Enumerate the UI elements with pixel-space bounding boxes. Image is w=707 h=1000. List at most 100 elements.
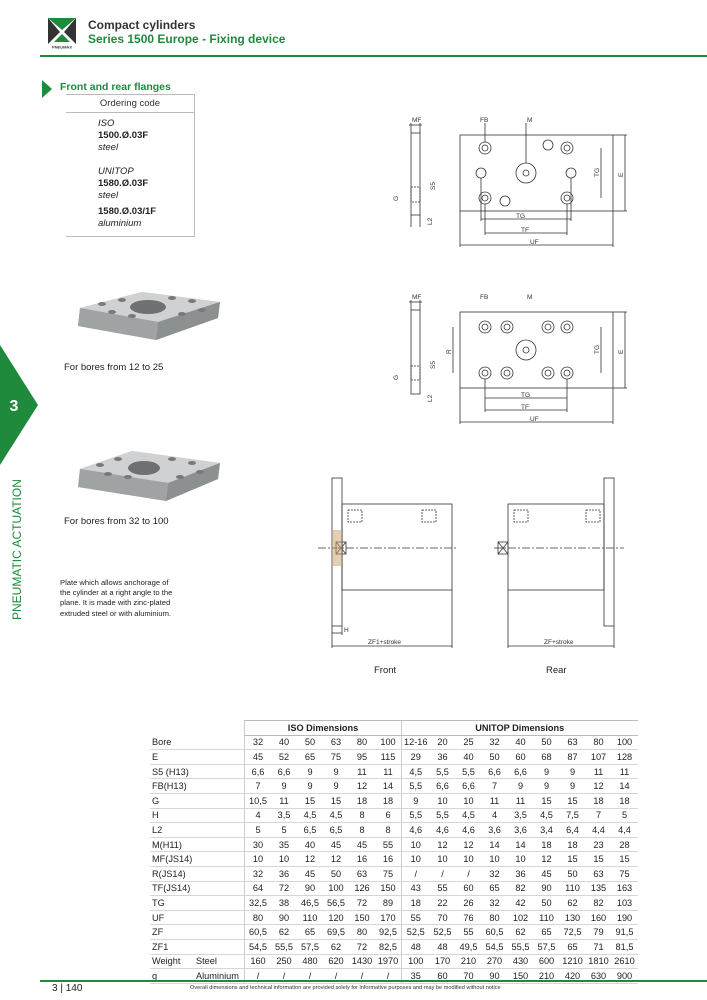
page-title: Compact cylinders [88, 18, 196, 32]
unitop-cell: 20 [429, 735, 456, 751]
unitop-cell: 10 [429, 851, 456, 867]
label-e-2: E [618, 349, 625, 354]
iso-cell: 6,6 [271, 764, 297, 780]
iso-cell: 6,5 [297, 822, 323, 838]
unitop-cell: 6,4 [559, 822, 586, 838]
unitop-cell: 29 [401, 749, 430, 765]
iso-cell: 32,5 [244, 895, 271, 911]
row-label: TF(JS14) [150, 881, 245, 897]
unitop-cell: 52,5 [401, 924, 430, 940]
unitop-cell: 36 [429, 749, 456, 765]
unitop-cell: 42 [507, 895, 534, 911]
unitop-cell: 10 [455, 793, 482, 809]
unitop-cell: 50 [481, 749, 508, 765]
unitop-cell: 23 [585, 837, 612, 853]
technical-drawing-front-mounting: H ZF1+stroke [318, 477, 458, 648]
unitop-cell: 70 [455, 968, 482, 984]
iso-cell: 46,5 [297, 895, 323, 911]
unitop-cell: 10 [401, 851, 430, 867]
unitop-cell: 32 [481, 735, 508, 751]
unitop-cell: 11 [481, 793, 508, 809]
label-tf-2: TF [521, 404, 529, 411]
row-label: Bore [150, 735, 245, 751]
unitop-cell: 32 [481, 866, 508, 882]
row-label: L2 [150, 822, 245, 838]
unitop-cell: 65 [481, 881, 508, 897]
row-label: S5 (H13) [150, 764, 245, 780]
row-label: TG [150, 895, 245, 911]
iso-cell: 55,5 [271, 939, 297, 955]
iso-cell: 56,5 [323, 895, 349, 911]
description-text: Plate which allows anchorage of the cyli… [60, 578, 173, 618]
iso-cell: 64 [244, 881, 271, 897]
iso-cell: 8 [375, 822, 402, 838]
unitop-cell: 5,5 [429, 764, 456, 780]
iso-cell: 100 [375, 735, 402, 751]
iso-cell: 45 [323, 837, 349, 853]
unitop-material-aluminium: aluminium [98, 218, 142, 229]
iso-cell: 55 [375, 837, 402, 853]
iso-cell: 75 [375, 866, 402, 882]
unitop-cell: 1210 [559, 954, 586, 970]
iso-cell: 62 [323, 939, 349, 955]
iso-cell: 4,5 [323, 808, 349, 824]
iso-cell: 72 [271, 881, 297, 897]
iso-cell: 65 [297, 924, 323, 940]
iso-cell: 52 [271, 749, 297, 765]
unitop-label: UNITOP [98, 166, 134, 177]
iso-cell: 10 [271, 851, 297, 867]
unitop-cell: 9 [559, 778, 586, 794]
label-uf: UF [530, 239, 539, 246]
iso-cell: / [271, 968, 297, 984]
unitop-cell: 60,5 [481, 924, 508, 940]
iso-cell: 63 [323, 735, 349, 751]
iso-cell: 72 [349, 939, 375, 955]
unitop-cell: 90 [533, 881, 560, 897]
iso-cell: 3,5 [271, 808, 297, 824]
label-zf1-stroke: ZF1+stroke [368, 639, 401, 646]
iso-cell: 40 [271, 735, 297, 751]
iso-cell: 620 [323, 954, 349, 970]
unitop-cell: 4,5 [401, 764, 430, 780]
row-label: Weight [150, 954, 194, 970]
iso-cell: 9 [271, 778, 297, 794]
unitop-cell: 32 [481, 895, 508, 911]
row-label: g [150, 968, 194, 984]
iso-cell: 12 [349, 778, 375, 794]
unitop-cell: 2610 [611, 954, 638, 970]
unitop-code-steel: 1580.Ø.03F [98, 178, 149, 189]
iso-cell: 9 [323, 764, 349, 780]
unitop-cell: 4,6 [455, 822, 482, 838]
unitop-cell: 60 [507, 749, 534, 765]
unitop-cell: 60 [429, 968, 456, 984]
unitop-cell: 5,5 [429, 808, 456, 824]
label-zf-stroke: ZF+stroke [544, 639, 574, 646]
iso-cell: 4 [244, 808, 271, 824]
unitop-cell: 4,4 [611, 822, 638, 838]
row-sublabel: Aluminium [194, 968, 245, 984]
iso-cell: 11 [375, 764, 402, 780]
iso-cell: 80 [349, 735, 375, 751]
unitop-cell: 430 [507, 954, 534, 970]
unitop-cell: 190 [611, 910, 638, 926]
unitop-cell: 9 [507, 778, 534, 794]
row-label: R(JS14) [150, 866, 245, 882]
group-iso-dimensions: ISO Dimensions [244, 720, 402, 736]
caption-front: Front [374, 665, 397, 676]
unitop-cell: 26 [455, 895, 482, 911]
iso-cell: 45 [244, 749, 271, 765]
iso-cell: 35 [271, 837, 297, 853]
iso-cell: 126 [349, 881, 375, 897]
iso-cell: 15 [323, 793, 349, 809]
unitop-cell: 15 [559, 793, 586, 809]
iso-cell: 150 [349, 910, 375, 926]
label-mf-2: MF [412, 294, 421, 301]
unitop-cell: 3,4 [533, 822, 560, 838]
iso-code: 1500.Ø.03F [98, 130, 149, 141]
unitop-cell: 1810 [585, 954, 612, 970]
unitop-cell: 170 [429, 954, 456, 970]
unitop-cell: 102 [507, 910, 534, 926]
unitop-cell: 49,5 [455, 939, 482, 955]
